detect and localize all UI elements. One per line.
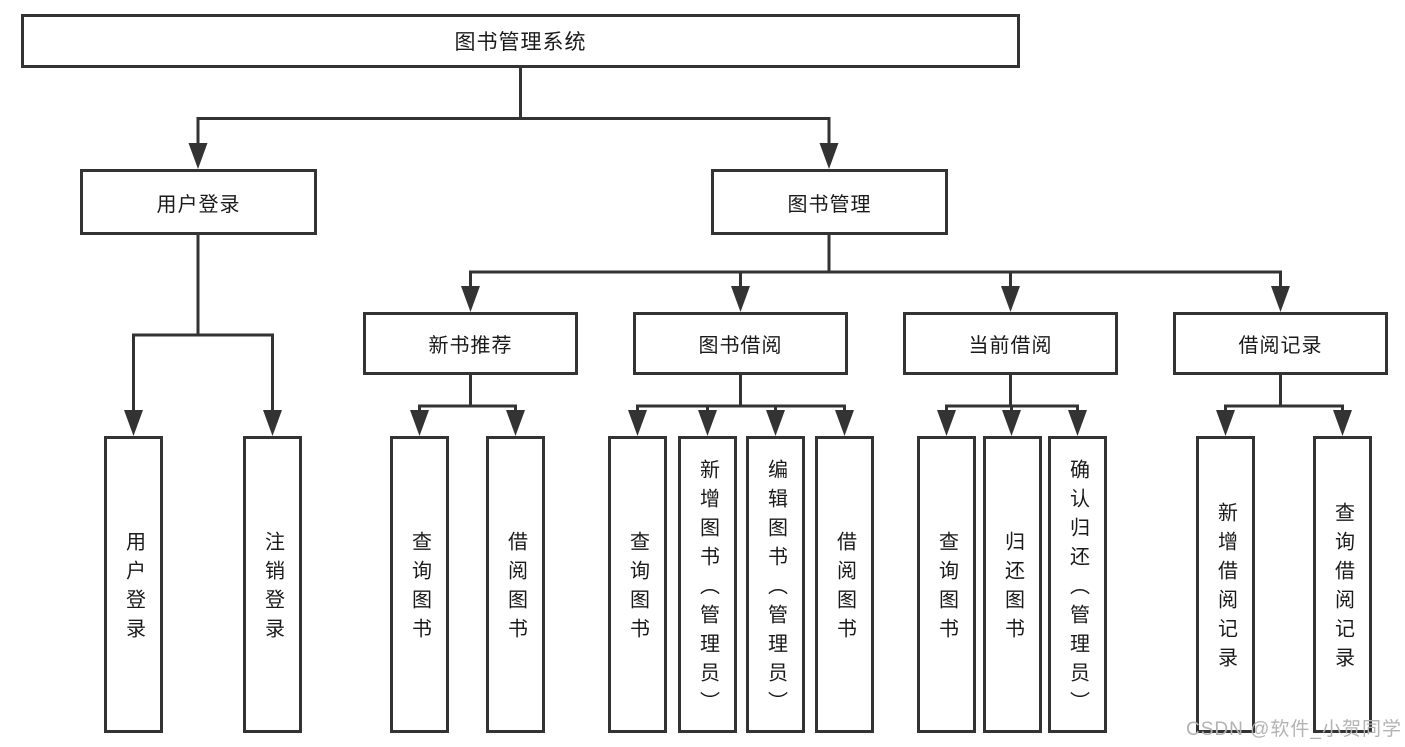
node-new-book-recommend: 新书推荐 <box>363 312 578 375</box>
arrow-leaf-borrow-books-a <box>506 410 525 436</box>
branch-borrow-records-leaves <box>1224 404 1344 413</box>
leaf-borrow-books-recommend: 借阅图书 <box>486 436 545 733</box>
arrow-leaf-user-login <box>124 410 143 436</box>
branch-new-book-leaves <box>418 404 517 413</box>
leaf-query-books-recommend-label: 查询图书 <box>408 531 431 647</box>
leaf-edit-books-admin: 编辑图书（管理员） <box>746 436 805 733</box>
branch-user-login-leaves <box>132 333 274 412</box>
node-book-management: 图书管理 <box>711 169 948 235</box>
leaf-query-books-current-label: 查询图书 <box>935 531 958 647</box>
leaf-logout: 注销登录 <box>243 436 302 733</box>
leaf-borrow-books-label: 借阅图书 <box>833 531 856 647</box>
arrow-leaf-query-record <box>1333 410 1352 436</box>
branch-level3 <box>469 270 1282 288</box>
leaf-add-books-admin-label: 新增图书（管理员） <box>696 458 719 720</box>
arrow-leaf-edit-books <box>766 410 785 436</box>
leaf-query-borrow-record: 查询借阅记录 <box>1313 436 1372 733</box>
leaf-confirm-return-admin: 确认归还（管理员） <box>1048 436 1107 733</box>
arrow-to-current-borrow <box>1001 286 1020 312</box>
node-current-borrow-label: 当前借阅 <box>968 335 1053 357</box>
branch-book-borrow-leaves <box>636 404 846 413</box>
node-user-login: 用户登录 <box>80 169 317 235</box>
leaf-query-books-recommend: 查询图书 <box>390 436 449 733</box>
node-library-system: 图书管理系统 <box>21 14 1020 68</box>
arrow-leaf-query-books-c <box>937 410 956 436</box>
node-library-system-label: 图书管理系统 <box>454 31 587 54</box>
arrow-to-user-login <box>188 143 208 169</box>
arrow-leaf-query-books-a <box>410 410 429 436</box>
leaf-return-books-label: 归还图书 <box>1001 531 1024 647</box>
leaf-query-books-current: 查询图书 <box>917 436 976 733</box>
arrow-leaf-return-books <box>1002 410 1021 436</box>
arrow-leaf-query-books-b <box>628 410 647 436</box>
node-borrow-records: 借阅记录 <box>1173 312 1388 375</box>
leaf-user-login: 用户登录 <box>104 436 163 733</box>
leaf-borrow-books-recommend-label: 借阅图书 <box>504 531 527 647</box>
leaf-return-books: 归还图书 <box>983 436 1042 733</box>
leaf-user-login-label: 用户登录 <box>122 531 145 647</box>
connector-stems <box>132 68 1344 413</box>
node-new-book-recommend-label: 新书推荐 <box>428 335 513 357</box>
arrow-leaf-borrow-books-b <box>835 410 854 436</box>
node-book-borrow-label: 图书借阅 <box>698 335 783 357</box>
leaf-query-books-borrow: 查询图书 <box>608 436 667 733</box>
arrow-to-book-management <box>819 143 839 169</box>
leaf-query-books-borrow-label: 查询图书 <box>626 531 649 647</box>
branch-level2 <box>196 117 831 146</box>
arrow-leaf-add-record <box>1216 410 1235 436</box>
node-book-management-label: 图书管理 <box>787 193 872 216</box>
leaf-add-borrow-record: 新增借阅记录 <box>1196 436 1255 733</box>
leaf-confirm-return-admin-label: 确认归还（管理员） <box>1066 458 1089 720</box>
node-current-borrow: 当前借阅 <box>903 312 1118 375</box>
leaf-add-books-admin: 新增图书（管理员） <box>678 436 737 733</box>
leaf-borrow-books: 借阅图书 <box>815 436 874 733</box>
arrow-leaf-confirm-return <box>1068 410 1087 436</box>
arrow-to-borrow-records <box>1271 286 1290 312</box>
leaf-edit-books-admin-label: 编辑图书（管理员） <box>764 458 787 720</box>
arrow-leaf-add-books <box>698 410 717 436</box>
node-borrow-records-label: 借阅记录 <box>1238 335 1323 357</box>
arrow-leaf-logout <box>263 410 282 436</box>
node-user-login-label: 用户登录 <box>156 193 241 216</box>
arrow-to-book-borrow <box>731 286 750 312</box>
leaf-query-borrow-record-label: 查询借阅记录 <box>1331 502 1354 676</box>
node-book-borrow: 图书借阅 <box>633 312 848 375</box>
arrow-to-new-book-recommend <box>461 286 480 312</box>
leaf-logout-label: 注销登录 <box>261 531 284 647</box>
leaf-add-borrow-record-label: 新增借阅记录 <box>1214 502 1237 676</box>
arrowheads <box>124 143 1352 436</box>
csdn-watermark: CSDN @软件_小贺同学 <box>1186 719 1402 740</box>
